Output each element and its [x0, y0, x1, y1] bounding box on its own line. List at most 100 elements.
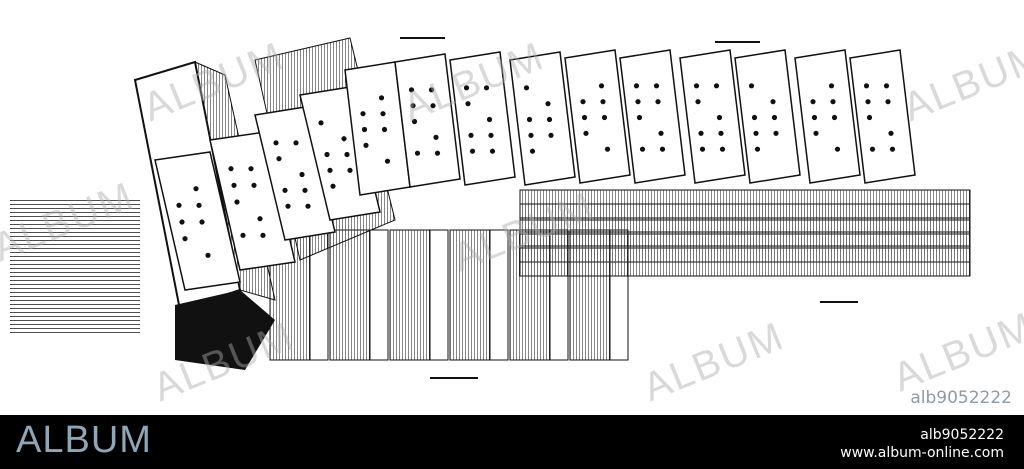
- punched-hole: [580, 99, 586, 105]
- punched-hole: [883, 83, 890, 89]
- punched-hole: [199, 219, 205, 225]
- punched-hole: [411, 118, 418, 125]
- punched-hole: [299, 171, 305, 178]
- card-edge: [369, 229, 389, 361]
- punched-hole: [196, 202, 202, 208]
- punched-hole: [240, 232, 246, 238]
- punched-hole: [327, 167, 333, 173]
- punched-hole: [179, 219, 185, 225]
- punched-hole: [384, 158, 391, 164]
- punch-card: [619, 49, 686, 184]
- punched-hole: [653, 83, 660, 89]
- punched-hole: [751, 114, 758, 121]
- punched-hole: [410, 103, 416, 109]
- punched-hole: [831, 114, 838, 121]
- punched-hole: [753, 130, 759, 136]
- punched-hole: [381, 126, 388, 133]
- footer-bar: ALBUM alb9052222 www.album-online.com: [0, 415, 1024, 469]
- punched-hole: [248, 166, 254, 172]
- punched-hole: [344, 151, 350, 158]
- punched-hole: [834, 146, 841, 152]
- punched-hole: [830, 99, 836, 105]
- album-logo[interactable]: ALBUM: [16, 419, 152, 461]
- punched-hole: [869, 146, 876, 152]
- image-id-watermark: alb9052222: [910, 388, 1012, 408]
- punched-hole: [486, 116, 493, 123]
- punched-hole: [865, 99, 871, 105]
- card-stack: [10, 198, 140, 333]
- punched-hole: [548, 132, 554, 138]
- punched-hole: [655, 99, 661, 105]
- punched-hole: [695, 99, 701, 105]
- punched-hole: [193, 186, 199, 192]
- punched-hole: [639, 146, 646, 152]
- card-layer: [519, 245, 971, 277]
- punched-hole: [347, 167, 353, 173]
- site-url[interactable]: www.album-online.com: [840, 445, 1004, 461]
- punched-hole: [526, 116, 533, 123]
- punched-hole: [719, 146, 726, 152]
- prism-shadow: [175, 290, 275, 370]
- punched-hole: [483, 85, 490, 91]
- punched-hole: [811, 114, 818, 121]
- punched-hole: [813, 130, 819, 136]
- punched-hole: [889, 146, 896, 152]
- punched-hole: [604, 146, 611, 152]
- punched-hole: [276, 156, 282, 162]
- punched-hole: [463, 85, 470, 91]
- punched-hole: [810, 99, 816, 105]
- punched-hole: [257, 216, 263, 222]
- punched-hole: [528, 132, 534, 138]
- punched-hole: [231, 182, 237, 188]
- punched-hole: [770, 99, 776, 105]
- punched-hole: [581, 114, 588, 121]
- punch-card: [254, 106, 336, 241]
- punched-hole: [182, 236, 188, 242]
- punched-hole: [545, 101, 551, 107]
- punch-card: [849, 49, 916, 184]
- punched-hole: [428, 87, 435, 93]
- punched-hole: [285, 203, 291, 209]
- punch-card: [564, 49, 631, 184]
- punched-hole: [324, 151, 330, 158]
- punched-hole: [489, 148, 496, 154]
- punched-hole: [434, 150, 441, 156]
- punched-hole: [360, 111, 366, 117]
- punched-hole: [771, 114, 778, 121]
- punched-hole: [598, 83, 605, 89]
- punch-card: [449, 51, 516, 186]
- punched-hole: [205, 252, 211, 258]
- punched-hole: [693, 83, 700, 89]
- punch-card: [509, 51, 576, 186]
- punch-card-chain-illustration: [10, 37, 971, 379]
- punched-hole: [713, 83, 720, 89]
- punched-hole: [430, 103, 436, 109]
- punched-hole: [636, 114, 643, 121]
- punched-hole: [658, 130, 664, 136]
- punched-hole: [885, 99, 891, 105]
- punched-hole: [718, 130, 724, 136]
- punched-hole: [234, 199, 240, 205]
- punched-hole: [488, 132, 494, 138]
- punched-hole: [635, 99, 641, 105]
- punched-hole: [828, 83, 835, 89]
- punched-hole: [529, 148, 536, 154]
- punched-hole: [754, 146, 761, 152]
- punched-hole: [378, 95, 385, 101]
- punched-hole: [341, 136, 347, 142]
- punch-card: [679, 49, 746, 184]
- punched-hole: [583, 130, 589, 136]
- punched-hole: [659, 146, 666, 152]
- punched-hole: [546, 116, 553, 123]
- punched-hole: [318, 120, 324, 126]
- punched-hole: [228, 166, 234, 172]
- punched-hole: [469, 148, 476, 154]
- punched-hole: [888, 130, 894, 136]
- punched-hole: [465, 101, 471, 107]
- punched-hole: [468, 132, 474, 138]
- punched-hole: [380, 111, 386, 117]
- punched-hole: [863, 83, 870, 89]
- punched-hole: [363, 142, 369, 148]
- punch-card: [794, 49, 861, 184]
- punch-card: [154, 151, 241, 291]
